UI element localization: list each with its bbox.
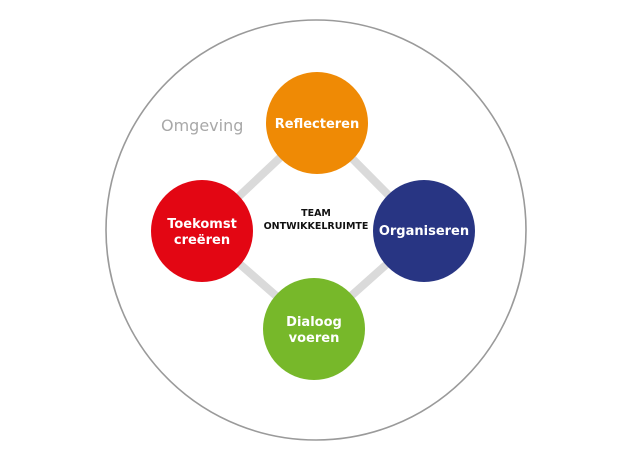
node-reflecteren: Reflecteren — [266, 72, 368, 174]
node-organiseren: Organiseren — [373, 180, 475, 282]
center-label-line1: TEAM — [301, 208, 331, 219]
node-dialoog-voeren: Dialoog voeren — [263, 278, 365, 380]
node-label: Reflecteren — [275, 117, 360, 132]
environment-circle — [105, 19, 527, 441]
node-toekomst-creeren: Toekomst creëren — [151, 180, 253, 282]
node-label: creëren — [174, 233, 230, 248]
node-label: Organiseren — [379, 224, 469, 239]
node-label: Toekomst — [167, 217, 237, 232]
node-label: Dialoog — [286, 315, 342, 330]
center-label-line2: ONTWIKKELRUIMTE — [264, 221, 369, 232]
node-label: voeren — [289, 331, 340, 346]
environment-label: Omgeving — [161, 116, 243, 135]
